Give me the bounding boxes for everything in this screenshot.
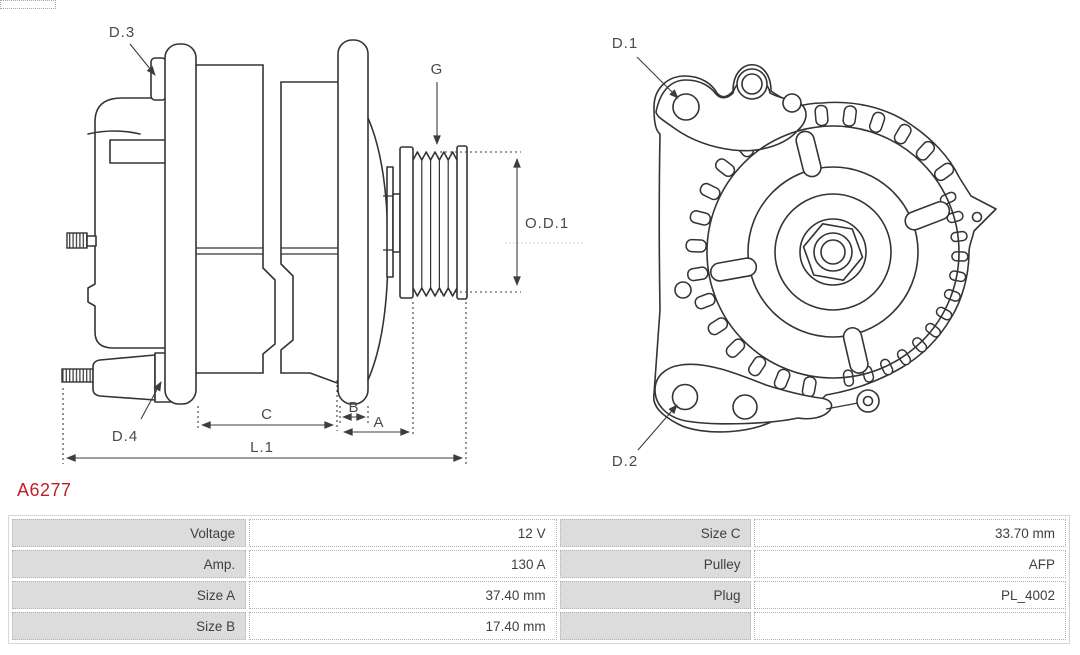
nut-washer-circle: [813, 232, 853, 272]
leader-d4: [140, 381, 162, 420]
hub-circle-outer: [774, 193, 892, 311]
face-circle-mid: [747, 166, 919, 338]
c-extension-lines: [197, 380, 338, 431]
body-crossbar: [196, 247, 340, 255]
spec-label-cell: Size B: [12, 612, 247, 640]
bottom-mount-plate: [654, 363, 833, 425]
dim-label-d1: D.1: [612, 35, 638, 52]
l1-extension-lines: [62, 302, 467, 464]
top-boss-hole: [741, 73, 763, 95]
side-view-diagram: D.3 D.4 G O.D.1 C B A L.1: [61, 24, 584, 464]
table-row: Size B 17.40 mm: [12, 612, 1066, 640]
body-channel-left: [262, 64, 276, 374]
boss-bracket-line: [825, 402, 859, 410]
top-small-hole: [782, 93, 802, 113]
mount-hole-d1: [672, 93, 700, 121]
spec-value-cell: [754, 612, 1066, 640]
rear-housing-shoulder: [87, 130, 141, 135]
fan-cover: [367, 117, 389, 381]
spec-label-cell: Plug: [559, 581, 752, 609]
spec-label-cell: [559, 612, 752, 640]
dim-label-od1: O.D.1: [525, 215, 569, 232]
spec-label-cell: Size C: [559, 519, 752, 547]
spec-value-cell: 130 A: [249, 550, 557, 578]
dim-label-d3: D.3: [109, 24, 135, 41]
spec-value-cell: PL_4002: [754, 581, 1066, 609]
dim-label-l1: L.1: [250, 439, 274, 456]
shaft-nut-hex: [802, 223, 864, 282]
terminal-stud-upper: [66, 232, 88, 249]
spec-value-cell: 12 V: [249, 519, 557, 547]
spec-label-cell: Size A: [12, 581, 247, 609]
technical-drawing: D.3 D.4 G O.D.1 C B A L.1: [61, 24, 997, 470]
face-circle-outer: [706, 125, 960, 379]
mount-hole-d2: [671, 383, 699, 411]
spec-label-cell: Amp.: [12, 550, 247, 578]
dim-label-a: A: [373, 414, 384, 431]
shaft-end-circle: [820, 239, 846, 265]
specs-table: Voltage 12 V Size C 33.70 mm Amp. 130 A …: [8, 515, 1070, 644]
part-number: A6277: [17, 480, 72, 500]
spec-table-container: Voltage 12 V Size C 33.70 mm Amp. 130 A …: [8, 515, 1070, 644]
spec-value-cell: AFP: [754, 550, 1066, 578]
spec-value-cell: 37.40 mm: [249, 581, 557, 609]
terminal-collar: [86, 235, 97, 247]
hub-circle-inner: [799, 218, 867, 286]
od1-extension-lines: [440, 151, 521, 293]
dim-label-d4: D.4: [112, 428, 138, 445]
rear-mount-flange: [337, 39, 369, 405]
bottom-right-boss-hole: [862, 395, 874, 407]
spec-value-cell: 33.70 mm: [754, 519, 1066, 547]
pulley: [399, 145, 468, 300]
table-row: Voltage 12 V Size C 33.70 mm: [12, 519, 1066, 547]
body-bottom: [195, 372, 341, 385]
dim-label-b: B: [348, 399, 359, 416]
dim-label-g: G: [431, 61, 444, 78]
dim-label-d2: D.2: [612, 453, 638, 470]
body-channel-right: [280, 81, 294, 374]
plug-connector: [92, 354, 156, 401]
fan-scallop-teeth: [842, 191, 969, 387]
dim-label-c: C: [261, 406, 273, 423]
table-row: Size A 37.40 mm Plug PL_4002: [12, 581, 1066, 609]
shaft-plate: [386, 166, 394, 278]
leader-d2: [637, 404, 678, 451]
terminal-stud-lower: [61, 368, 94, 383]
front-view-diagram: D.1 D.2: [612, 35, 997, 470]
page-edge-artifact: [0, 0, 56, 9]
leader-d3: [129, 43, 156, 76]
table-row: Amp. 130 A Pulley AFP: [12, 550, 1066, 578]
left-web-hole: [674, 281, 692, 299]
spec-label-cell: Pulley: [559, 550, 752, 578]
front-mount-flange: [164, 43, 197, 405]
right-lug-hole: [971, 211, 983, 223]
shaft-hub: [392, 193, 401, 253]
rear-housing-slot: [109, 139, 166, 164]
spec-value-cell: 17.40 mm: [249, 612, 557, 640]
bottom-second-hole: [732, 394, 758, 420]
mount-tab: [150, 57, 167, 101]
pulley-spokes: [709, 130, 951, 374]
vent-slot-ring: [685, 104, 955, 398]
spec-label-cell: Voltage: [12, 519, 247, 547]
rear-housing-outline: [87, 97, 166, 349]
leader-d1: [636, 56, 679, 99]
